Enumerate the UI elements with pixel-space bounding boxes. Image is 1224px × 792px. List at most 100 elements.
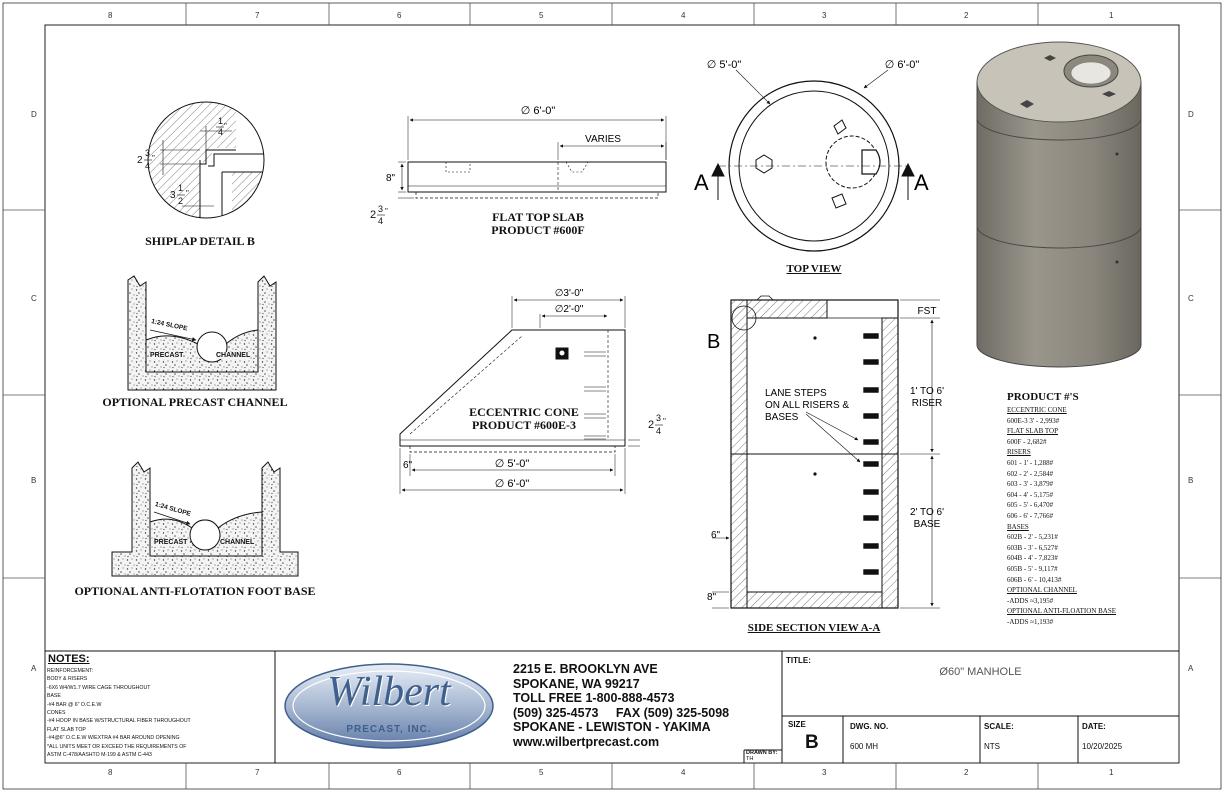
product-item: -ADDS ≈3,195#: [1007, 596, 1054, 605]
zone-col-8-top: 8: [108, 11, 113, 20]
note-line: BASE: [47, 693, 61, 700]
company-line: SPOKANE - LEWISTON - YAKIMA: [513, 720, 711, 735]
dwg-no-value: 600 MH: [850, 742, 879, 751]
product-group-heading: FLAT SLAB TOP: [1007, 427, 1058, 436]
size-label: SIZE: [788, 720, 806, 729]
precast-channel-section: [127, 275, 277, 391]
product-group-heading: BASES: [1007, 522, 1029, 531]
cone-wall: 6": [403, 460, 413, 471]
product-item: 600E-3 3' - 2,993#: [1007, 416, 1060, 425]
zone-col-1-top: 1: [1109, 11, 1114, 20]
date-value: 10/20/2025: [1082, 742, 1123, 751]
steps-label-1: LANE STEPS: [765, 388, 827, 399]
steps-label-2: ON ALL RISERS &: [765, 400, 849, 411]
product-item: 605 - 5' - 6,470#: [1007, 501, 1054, 510]
fst-label: FST: [918, 306, 937, 317]
cone-dia-top-outer: ∅3'-0": [555, 288, 584, 299]
zone-row-b-left: B: [31, 476, 37, 485]
product-group-heading: OPTIONAL CHANNEL: [1007, 586, 1077, 595]
note-line: -#4 BAR @ 6" O.C.E.W: [47, 701, 102, 708]
product-item: 604 - 4' - 5,175#: [1007, 490, 1054, 499]
shiplap-top-den: 4: [218, 127, 223, 137]
product-item: 603 - 3' - 3,879#: [1007, 480, 1054, 489]
zone-row-d-right: D: [1188, 110, 1194, 119]
product-item: 605B - 5' - 9,117#: [1007, 564, 1058, 573]
top-view-title: TOP VIEW: [786, 263, 842, 275]
base-label-2: BASE: [914, 519, 941, 530]
flat-top-thickness: 8": [386, 173, 396, 184]
product-item: 602B - 2' - 5,231#: [1007, 533, 1058, 542]
riser-label-1: 1' TO 6': [910, 386, 944, 397]
shiplap-left-den: 4: [145, 161, 150, 171]
logo-wordmark: Wilbert: [327, 669, 451, 715]
svg-text:": ": [152, 154, 155, 163]
flat-top-dia: ∅ 6'-0": [521, 105, 556, 117]
cone-dia-bottom-outer: ∅ 6'-0": [495, 478, 530, 490]
flat-top-title-2: PRODUCT #600F: [491, 223, 585, 237]
zone-col-4-bottom: 4: [681, 768, 686, 777]
zone-col-2-top: 2: [964, 11, 969, 20]
products-heading: PRODUCT #'S: [1007, 391, 1079, 403]
svg-text:": ": [186, 189, 189, 198]
top-view: [711, 69, 915, 252]
zone-col-6-bottom: 6: [397, 768, 402, 777]
zone-row-a-left: A: [31, 664, 37, 673]
top-view-dia-inner: ∅ 5'-0": [707, 59, 742, 71]
drawn-by-label: DRAWN BY:: [746, 750, 778, 756]
zone-col-1-bottom: 1: [1109, 768, 1114, 777]
zone-col-4-top: 4: [681, 11, 686, 20]
product-group-heading: ECCENTRIC CONE: [1007, 406, 1067, 414]
product-item: 601 - 1' - 1,288#: [1007, 458, 1054, 467]
product-item: -ADDS ≈1,193#: [1007, 617, 1054, 626]
date-label: DATE:: [1082, 722, 1106, 731]
dwg-no-label: DWG. NO.: [850, 722, 889, 731]
flat-top-lip-den: 4: [378, 216, 383, 226]
top-view-dia-outer: ∅ 6'-0": [885, 59, 920, 71]
product-item: 602 - 2' - 2,584#: [1007, 469, 1054, 478]
title-block-grid: [45, 650, 1179, 763]
zone-row-c-right: C: [1188, 294, 1194, 303]
notes-list: REINFORCEMENT:BODY & RISERS-6X6 W4/W1.7 …: [47, 667, 191, 759]
side-section: [712, 295, 940, 609]
svg-text:": ": [663, 417, 666, 426]
shiplap-bottom-num: 1: [178, 183, 183, 193]
zone-ticks: [3, 3, 1221, 789]
zone-col-6-top: 6: [397, 11, 402, 20]
notes-heading: NOTES:: [48, 653, 90, 665]
company-line[interactable]: www.wilbertprecast.com: [513, 734, 660, 749]
note-line: ASTM C-478/AASHTO M-199 & ASTM C-443: [47, 752, 152, 759]
shiplap-left-whole: 2: [137, 155, 143, 166]
zone-row-d-left: D: [31, 110, 37, 119]
company-line: TOLL FREE 1-800-888-4573: [513, 691, 675, 706]
zone-col-2-bottom: 2: [964, 768, 969, 777]
wilbert-logo: [284, 663, 494, 749]
note-line: *ALL UNITS MEET OR EXCEED THE REQUIREMEN…: [47, 743, 187, 750]
cone-dia-bottom-inner: ∅ 5'-0": [495, 458, 530, 470]
shiplap-top-num: 1: [218, 116, 223, 126]
zone-col-5-bottom: 5: [539, 768, 544, 777]
zone-col-5-top: 5: [539, 11, 544, 20]
shiplap-title: SHIPLAP DETAIL B: [145, 234, 255, 248]
channel-precast-label: PRECAST: [150, 352, 184, 359]
svg-text:": ": [385, 207, 388, 216]
manhole-3d-render: [976, 41, 1142, 368]
zone-row-a-right: A: [1188, 664, 1194, 673]
product-item: 603B - 3' - 6,527#: [1007, 543, 1058, 552]
product-group-heading: RISERS: [1007, 448, 1031, 457]
logo-subtitle: PRECAST, INC.: [346, 724, 432, 735]
zone-col-3-bottom: 3: [822, 768, 827, 777]
channel-channel-label: CHANNEL: [216, 352, 251, 359]
size-value: B: [805, 732, 819, 753]
product-item: 606 - 6' - 7,766#: [1007, 511, 1054, 520]
note-line: CONES: [47, 710, 66, 717]
note-line: -#4@6" O.C.E.W W/EXTRA #4 BAR AROUND OPE…: [47, 735, 180, 742]
zone-col-7-bottom: 7: [255, 768, 260, 777]
steps-label-3: BASES: [765, 412, 799, 423]
section-mark-right: A: [914, 170, 929, 195]
shiplap-detail: [147, 101, 265, 219]
flat-top-lip-num: 3: [378, 204, 383, 214]
foot-base-precast-label: PRECAST: [154, 539, 188, 546]
zone-col-7-top: 7: [255, 11, 260, 20]
side-wall-dim: 6": [711, 530, 721, 541]
